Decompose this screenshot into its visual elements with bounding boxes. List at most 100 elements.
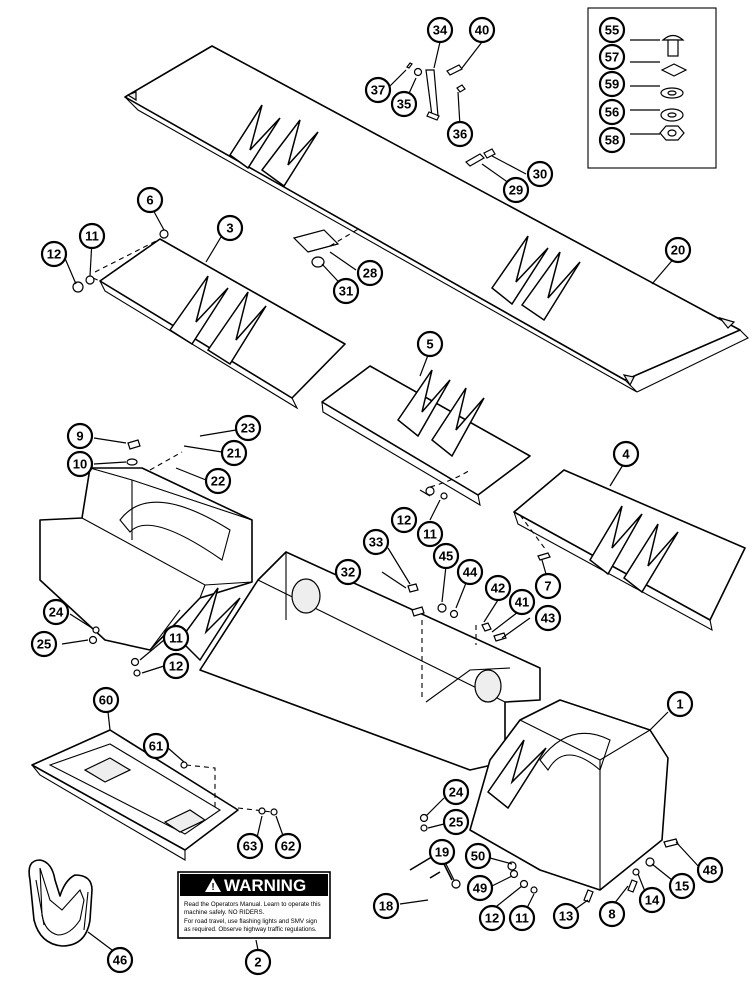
- svg-text:28: 28: [363, 266, 377, 281]
- callout-58: 58: [598, 126, 626, 154]
- svg-text:29: 29: [509, 183, 523, 198]
- side-panel-4: [513, 469, 746, 632]
- callouts: 55 57 59 56 58 34 40 37 35 36 30 29 20 2…: [30, 16, 724, 976]
- callout-63: 63: [236, 832, 264, 860]
- callout-25a: 25: [30, 630, 58, 658]
- svg-text:42: 42: [491, 581, 505, 596]
- svg-text:40: 40: [475, 23, 489, 38]
- callout-40: 40: [468, 16, 496, 44]
- callout-59: 59: [598, 70, 626, 98]
- left-bin-assembly: [39, 439, 253, 677]
- svg-text:12: 12: [485, 911, 499, 926]
- callout-45: 45: [432, 542, 460, 570]
- top-cover-hardware: [292, 62, 496, 268]
- svg-text:22: 22: [211, 474, 225, 489]
- svg-text:14: 14: [645, 893, 660, 908]
- callout-60: 60: [92, 686, 120, 714]
- svg-text:11: 11: [85, 229, 99, 244]
- callout-55: 55: [598, 16, 626, 44]
- callout-56: 56: [598, 98, 626, 126]
- svg-text:12: 12: [169, 659, 183, 674]
- callout-23: 23: [234, 414, 262, 442]
- callout-44: 44: [456, 558, 484, 586]
- svg-text:11: 11: [169, 631, 183, 646]
- callout-7: 7: [534, 572, 562, 600]
- hardware-inset: [587, 7, 717, 169]
- callout-4: 4: [612, 440, 640, 468]
- main-body-1: [469, 699, 679, 903]
- warning-line-3: For road travel, use flashing lights and…: [184, 918, 318, 925]
- svg-text:12: 12: [47, 247, 61, 262]
- callout-57: 57: [598, 43, 626, 71]
- callout-49: 49: [466, 874, 494, 902]
- callout-43: 43: [534, 604, 562, 632]
- svg-text:6: 6: [146, 193, 153, 208]
- callout-8: 8: [598, 900, 626, 928]
- callout-36: 36: [446, 120, 474, 148]
- callout-61: 61: [142, 732, 170, 760]
- callout-12a: 12: [40, 240, 68, 268]
- svg-text:36: 36: [453, 127, 467, 142]
- svg-text:46: 46: [113, 953, 127, 968]
- callout-12b: 12: [390, 506, 418, 534]
- callout-35: 35: [390, 90, 418, 118]
- callout-62: 62: [274, 832, 302, 860]
- leader-lines: [61, 41, 701, 951]
- svg-text:25: 25: [37, 637, 51, 652]
- svg-text:43: 43: [541, 611, 555, 626]
- svg-text:5: 5: [426, 337, 433, 352]
- callout-18: 18: [372, 892, 400, 920]
- edge-trim-46: [28, 859, 113, 951]
- svg-text:3: 3: [226, 221, 233, 236]
- svg-text:23: 23: [241, 421, 255, 436]
- svg-text:62: 62: [281, 839, 295, 854]
- callout-31: 31: [332, 277, 360, 305]
- break-symbol: [228, 104, 281, 170]
- callout-30: 30: [526, 160, 554, 188]
- svg-text:7: 7: [544, 579, 551, 594]
- svg-text:63: 63: [243, 839, 257, 854]
- svg-text:35: 35: [397, 97, 411, 112]
- callout-12c: 12: [162, 652, 190, 680]
- callout-9: 9: [66, 422, 94, 450]
- svg-text:32: 32: [341, 565, 355, 580]
- callout-12d: 12: [478, 904, 506, 932]
- callout-48: 48: [696, 856, 724, 884]
- svg-text:8: 8: [608, 907, 615, 922]
- svg-text:19: 19: [435, 845, 449, 860]
- svg-text:34: 34: [433, 23, 448, 38]
- callout-34: 34: [426, 16, 454, 44]
- callout-5: 5: [416, 330, 444, 358]
- svg-text:41: 41: [515, 595, 529, 610]
- callout-37: 37: [364, 76, 392, 104]
- callout-11d: 11: [508, 904, 536, 932]
- center-trough: [199, 551, 541, 771]
- callout-11c: 11: [162, 624, 190, 652]
- callout-29: 29: [502, 176, 530, 204]
- svg-text:61: 61: [149, 739, 163, 754]
- svg-text:11: 11: [515, 911, 529, 926]
- svg-text:33: 33: [369, 535, 383, 550]
- svg-text:2: 2: [254, 955, 261, 970]
- warning-line-1: Read the Operators Manual. Learn to oper…: [184, 901, 321, 908]
- side-panel-3: [72, 229, 346, 410]
- callout-42: 42: [484, 574, 512, 602]
- callout-1: 1: [666, 690, 694, 718]
- callout-25b: 25: [442, 808, 470, 836]
- callout-6: 6: [136, 186, 164, 214]
- callout-10: 10: [66, 450, 94, 478]
- callout-32: 32: [334, 558, 362, 586]
- callout-15: 15: [668, 872, 696, 900]
- callout-20: 20: [664, 236, 692, 264]
- callout-28: 28: [356, 259, 384, 287]
- callout-41: 41: [508, 588, 536, 616]
- svg-text:56: 56: [605, 105, 619, 120]
- callout-2: 2: [244, 948, 272, 976]
- svg-text:11: 11: [423, 527, 437, 542]
- callout-11b: 11: [416, 520, 444, 548]
- svg-text:13: 13: [559, 909, 573, 924]
- callout-14: 14: [638, 886, 666, 914]
- callout-33: 33: [362, 528, 390, 556]
- svg-text:49: 49: [473, 881, 487, 896]
- callout-19: 19: [428, 838, 456, 866]
